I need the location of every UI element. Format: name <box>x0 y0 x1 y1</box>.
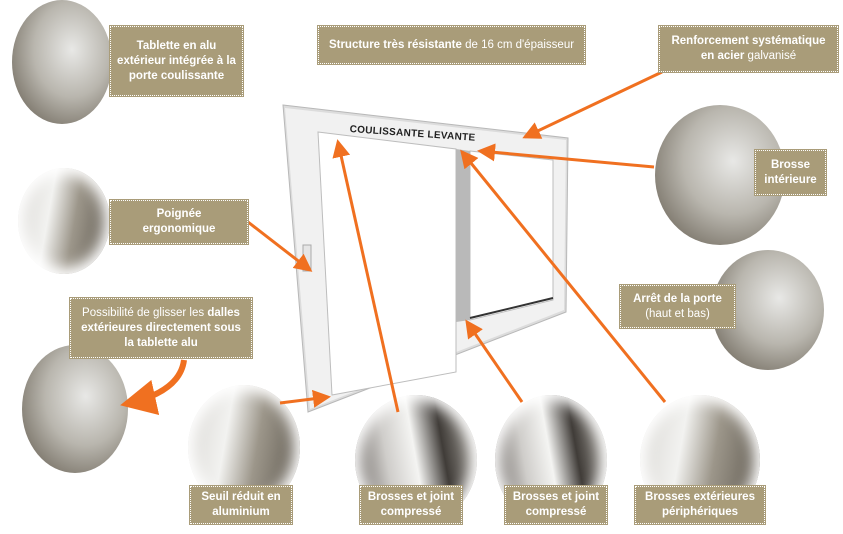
photo-tablette <box>12 0 112 124</box>
label-seuil: Seuil réduit en aluminium <box>189 485 293 525</box>
arrow-seuil <box>279 389 331 408</box>
possibilite-a: Possibilité de glisser les <box>82 306 205 319</box>
label-poignee-text: Poignée ergonomique <box>142 208 216 235</box>
photo-poignee <box>18 168 110 274</box>
label-brosses-joint-2: Brosses et joint compressé <box>504 485 608 525</box>
renforcement-bold: acier <box>717 50 745 62</box>
label-brosses-ext: Brosses extérieures périphériques <box>634 485 766 525</box>
possibilite-bold: dalles extérieures directement sous la t… <box>81 306 241 349</box>
label-brosses-joint-1-text: Brosses et joint compressé <box>367 491 455 518</box>
label-poignee: Poignée ergonomique <box>109 199 249 245</box>
arrow-brosses-2 <box>465 319 524 403</box>
arrow-brosses-ext <box>460 149 667 403</box>
label-seuil-text: Seuil réduit en aluminium <box>201 491 281 518</box>
arrow-brosse-interieure <box>477 143 655 169</box>
label-brosses-joint-2-text: Brosses et joint compressé <box>512 491 600 518</box>
renforcement-b: galvanisé <box>747 50 797 62</box>
label-renforcement: Renforcement systématique en acier galva… <box>658 25 839 73</box>
label-brosse-interieure: Brosse intérieure <box>754 149 827 196</box>
arrow-dalles <box>120 359 187 416</box>
arret-rest: (haut et bas) <box>645 307 710 320</box>
arret-bold: Arrêt de la porte <box>633 292 722 305</box>
label-possibilite: Possibilité de glisser les dalles extéri… <box>69 297 253 359</box>
window-frame <box>282 104 569 413</box>
label-structure: Structure très résistante de 16 cm d'épa… <box>317 25 586 65</box>
label-brosses-joint-1: Brosses et joint compressé <box>359 485 463 525</box>
arrow-brosses-1 <box>332 139 400 413</box>
arrow-renforcement <box>522 70 663 139</box>
photo-dalles <box>22 345 128 473</box>
label-brosses-ext-text: Brosses extérieures périphériques <box>645 491 755 518</box>
label-tablette: Tablette en alu extérieur intégrée à la … <box>109 25 244 97</box>
label-brosse-interieure-text: Brosse intérieure <box>764 158 817 186</box>
renforcement-a: Renforcement systématique en <box>671 35 826 62</box>
label-arret: Arrêt de la porte (haut et bas) <box>619 284 736 329</box>
label-tablette-text: Tablette en alu extérieur intégrée à la … <box>117 39 236 82</box>
structure-rest: de 16 cm d'épaisseur <box>465 38 575 51</box>
structure-bold: Structure très résistante <box>328 38 462 51</box>
arrow-poignee <box>247 220 313 272</box>
